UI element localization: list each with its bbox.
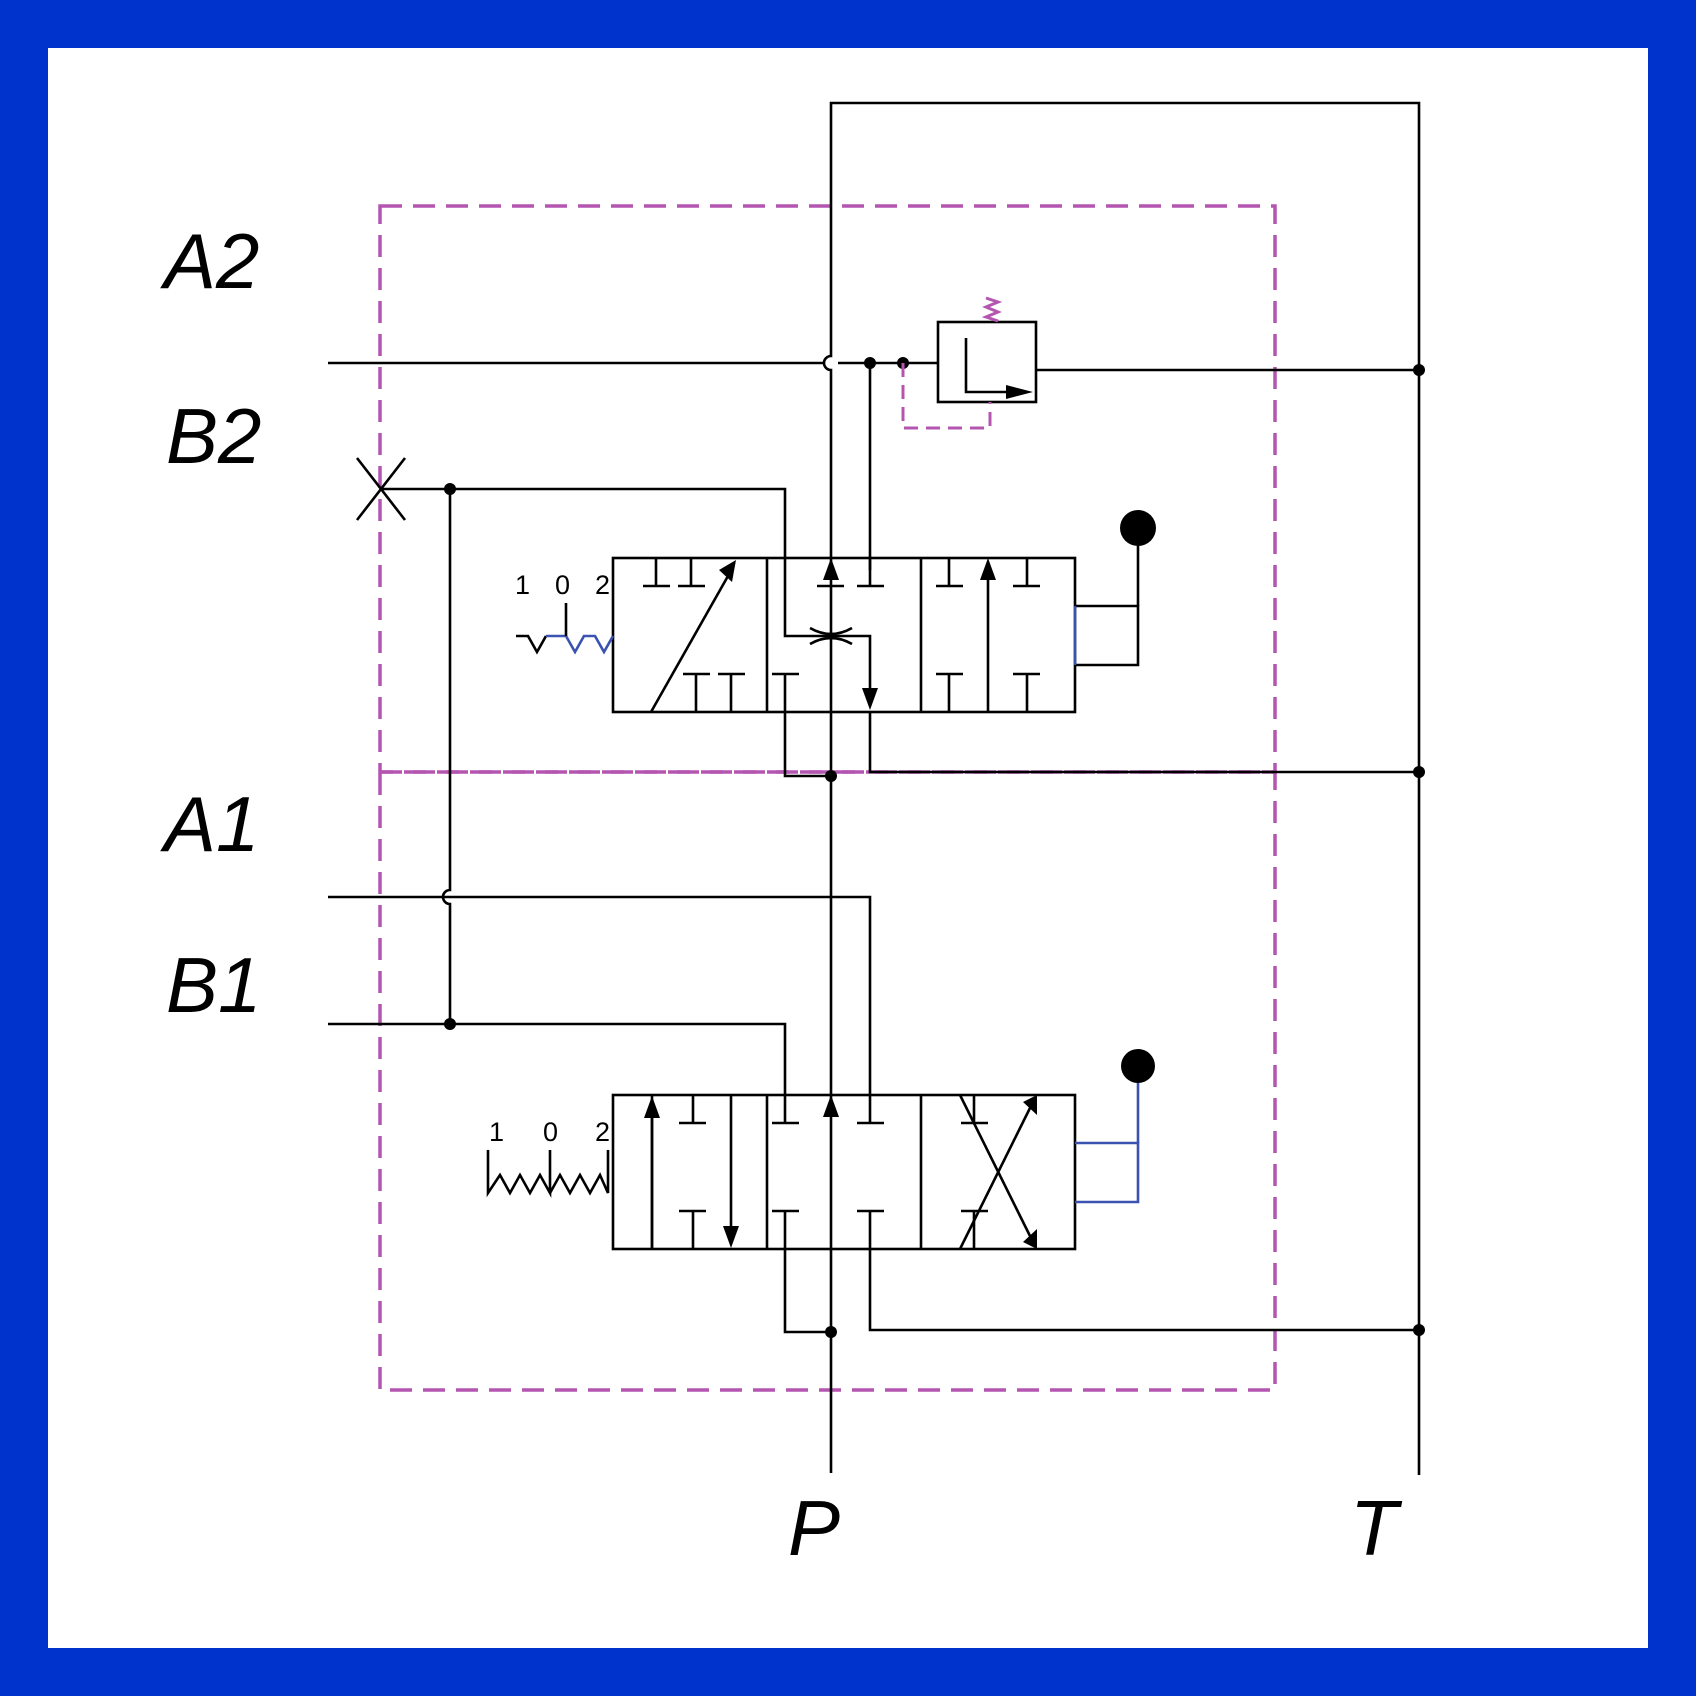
- port-label-a1: A1: [160, 780, 259, 868]
- b1-line: [328, 1022, 787, 1095]
- port-label-a2: A2: [160, 217, 259, 305]
- lower-pos-2: 2: [595, 1117, 610, 1147]
- b2-line: [381, 487, 787, 628]
- lower-pos-0: 0: [543, 1117, 558, 1147]
- lever-knob-icon: [1120, 510, 1156, 546]
- diagram-canvas: A2 B2 A1 B1 P T: [48, 48, 1648, 1648]
- upper-to-p: [783, 712, 831, 778]
- section-outlines: [378, 204, 1277, 1392]
- upper-pos-1: 1: [515, 570, 530, 600]
- throttle-icon: [809, 626, 853, 646]
- port-label-b1: B1: [166, 941, 261, 1029]
- b2-b1-link: [441, 489, 452, 1024]
- upper-pos-2: 2: [595, 570, 610, 600]
- pressure-line: [822, 101, 1421, 1475]
- upper-directional-valve: 1 0 2: [515, 510, 1156, 714]
- a1-line: [328, 895, 872, 1095]
- lower-directional-valve: 1 0 2: [486, 1049, 1155, 1251]
- port-label-p: P: [788, 1484, 840, 1572]
- lower-to-t: [868, 1249, 1419, 1332]
- relief-valve-icon: [901, 296, 1425, 430]
- spring-icon: [486, 1150, 610, 1199]
- hydraulic-schematic: A2 B2 A1 B1 P T: [160, 101, 1425, 1572]
- port-label-t: T: [1350, 1484, 1403, 1572]
- upper-to-t: [868, 712, 1419, 774]
- upper-pos-0: 0: [555, 570, 570, 600]
- port-label-b2: B2: [166, 392, 261, 480]
- upper-section-outline: [378, 204, 1277, 774]
- lower-to-p: [783, 1249, 831, 1334]
- lever-knob-icon-lower: [1121, 1049, 1155, 1083]
- detent-icon: [516, 603, 615, 655]
- lower-pos-1: 1: [489, 1117, 504, 1147]
